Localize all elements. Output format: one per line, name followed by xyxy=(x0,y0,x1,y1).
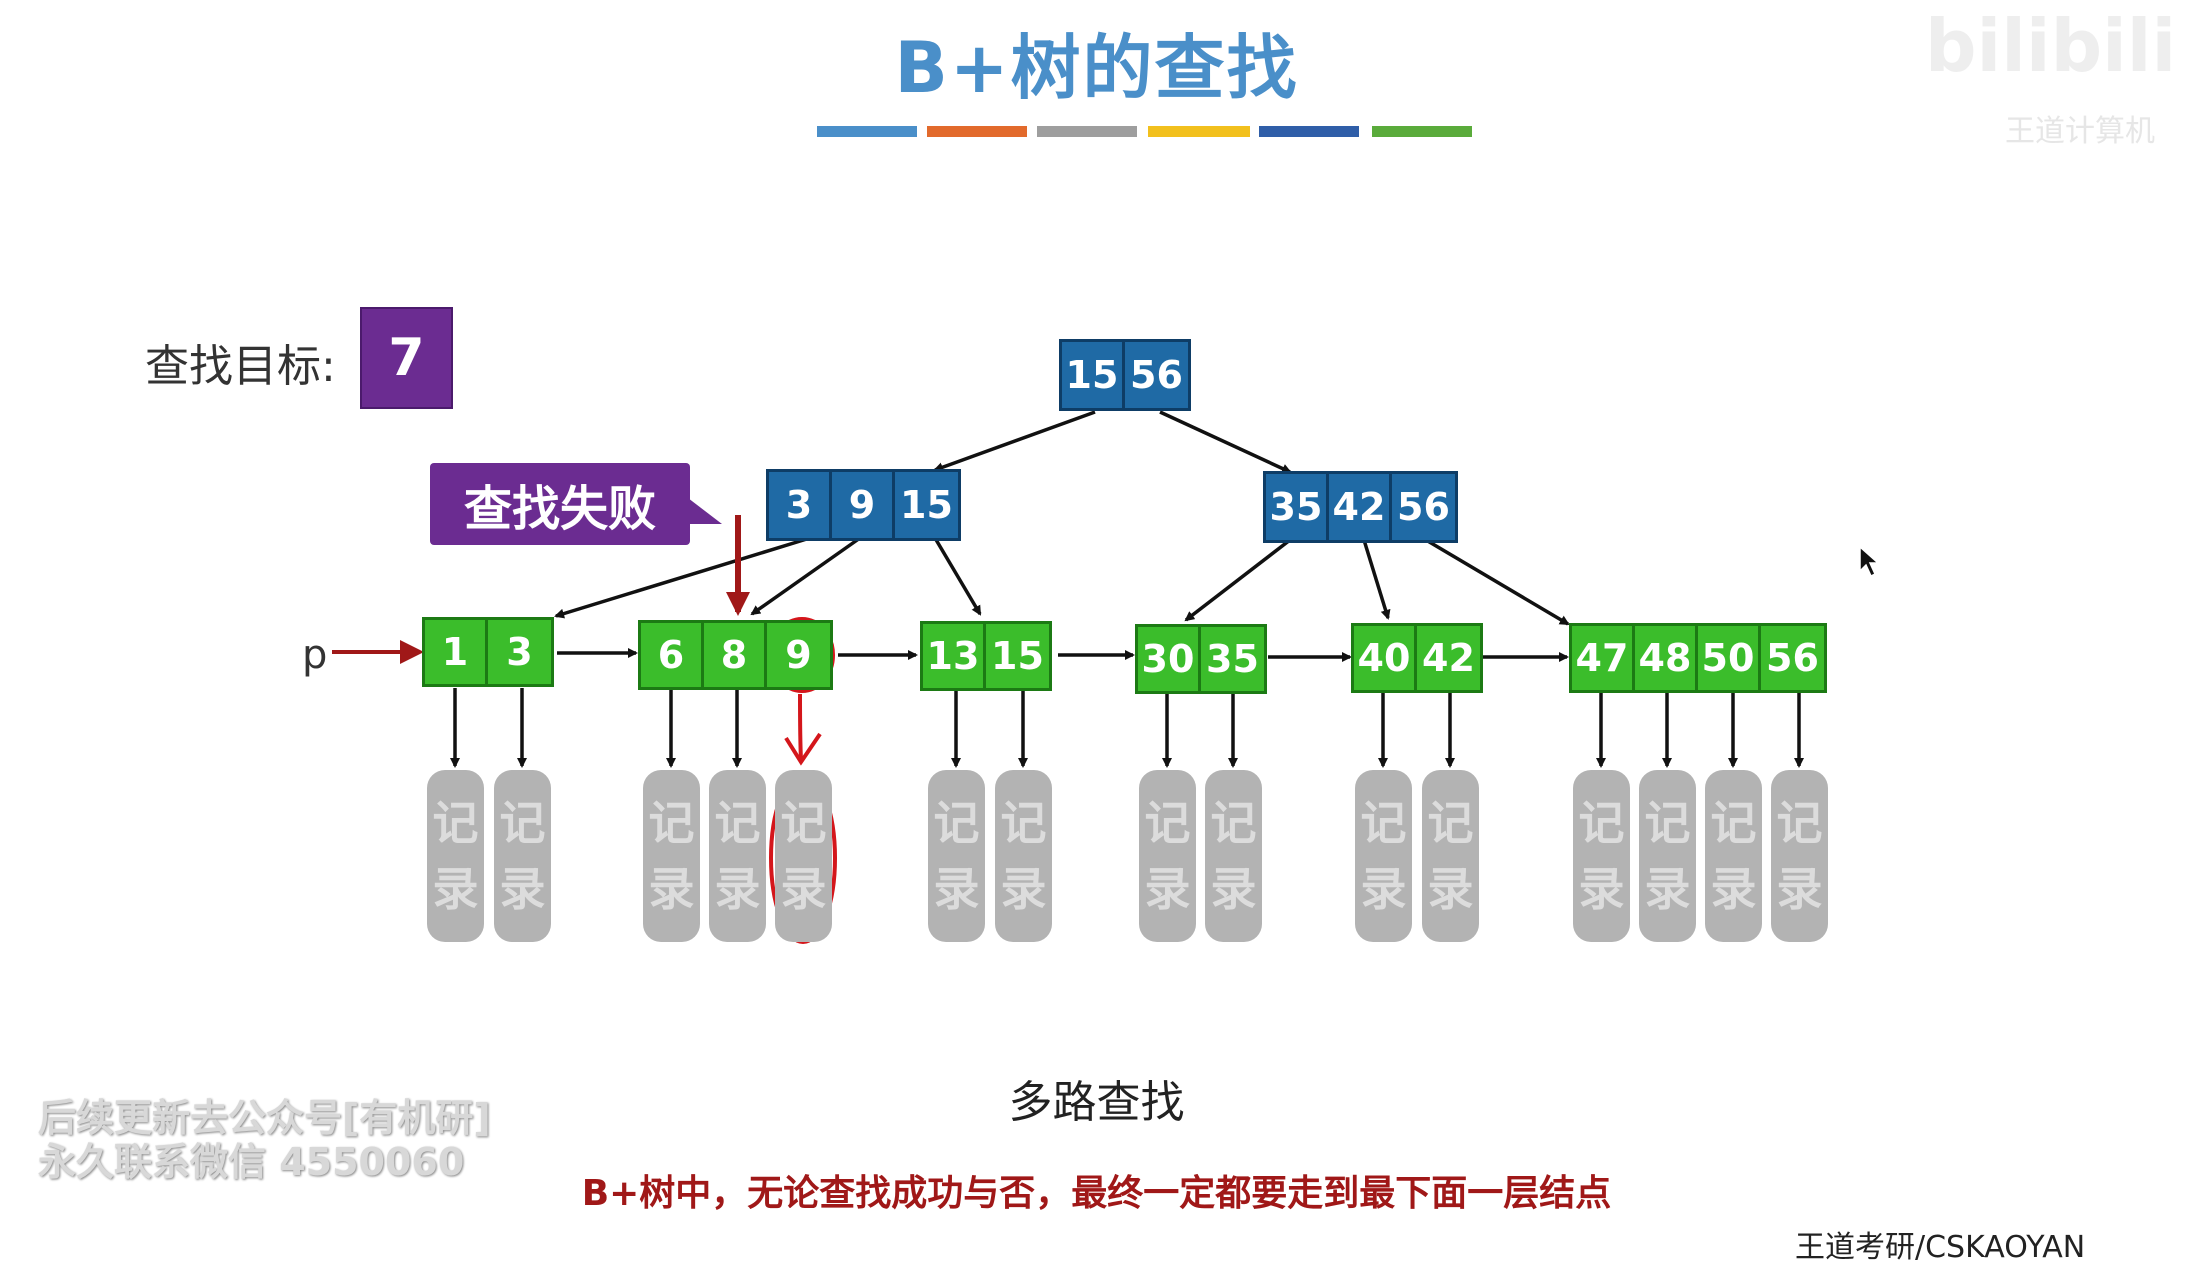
record: 记录 xyxy=(1573,770,1630,942)
record: 记录 xyxy=(494,770,551,942)
leaf-key: 3 xyxy=(506,630,533,674)
leaf-key: 50 xyxy=(1698,626,1761,690)
leaf-key: 6 xyxy=(641,623,704,687)
edge-root-left xyxy=(933,410,1096,472)
pointer-p-label: p xyxy=(302,632,328,678)
record: 记录 xyxy=(427,770,484,942)
search-target-value: 7 xyxy=(360,307,453,409)
watermark-line-2: 永久联系微信 4550060 xyxy=(38,1140,465,1184)
leaf-node: 1 3 xyxy=(422,617,554,687)
color-bar-5 xyxy=(1259,126,1359,137)
leaf-key: 56 xyxy=(1766,636,1819,680)
leaf-node: 47 48 50 56 xyxy=(1569,623,1827,693)
internal-node-right: 35 42 56 xyxy=(1263,471,1458,543)
leaf-key: 48 xyxy=(1635,626,1698,690)
color-bar-6 xyxy=(1372,126,1472,137)
leaf-node: 13 15 xyxy=(920,621,1052,691)
brand-subtitle: 王道计算机 xyxy=(2005,114,2155,149)
footer-credit: 王道考研/CSKAOYAN xyxy=(1795,1230,2086,1265)
color-bar-2 xyxy=(927,126,1027,137)
leaf-key: 47 xyxy=(1572,626,1635,690)
record: 记录 xyxy=(1771,770,1828,942)
record: 记录 xyxy=(1139,770,1196,942)
record: 记录 xyxy=(1705,770,1762,942)
record: 记录 xyxy=(1639,770,1696,942)
edge-l2a-leaf3 xyxy=(933,537,982,616)
conclusion-note: B+树中，无论查找成功与否，最终一定都要走到最下面一层结点 xyxy=(581,1173,1612,1214)
internal-key: 42 xyxy=(1329,474,1392,540)
diagram-caption: 多路查找 xyxy=(1008,1077,1185,1128)
bilibili-logo: bilibili xyxy=(1925,4,2177,88)
internal-key: 56 xyxy=(1397,485,1450,529)
record: 记录 xyxy=(1355,770,1412,942)
page-title: B+树的查找 xyxy=(894,27,1299,109)
leaf-key: 15 xyxy=(991,634,1044,678)
edge-l2a-leaf1 xyxy=(554,536,811,619)
search-fail-callout: 查找失败 xyxy=(430,463,690,545)
leaf-node: 6 8 9 xyxy=(638,620,833,690)
color-bar-1 xyxy=(817,126,917,137)
highlight-path xyxy=(798,693,803,761)
leaf-key: 30 xyxy=(1138,627,1201,691)
callout-tip xyxy=(688,498,722,524)
leaf-key-highlighted: 9 xyxy=(785,633,812,677)
record: 记录 xyxy=(1422,770,1479,942)
edge-root-right xyxy=(1159,410,1292,474)
edge-l2a-leaf2 xyxy=(750,536,862,616)
edge-l2b-leaf4 xyxy=(1184,538,1292,622)
color-bar-4 xyxy=(1148,126,1250,137)
record: 记录 xyxy=(709,770,766,942)
leaf-key: 35 xyxy=(1206,637,1259,681)
leaf-key: 13 xyxy=(923,624,986,688)
internal-key: 9 xyxy=(832,472,895,538)
internal-node-left: 3 9 15 xyxy=(766,469,961,541)
root-node: 15 56 xyxy=(1059,339,1191,411)
internal-key: 15 xyxy=(900,483,953,527)
record: 记录 xyxy=(1205,770,1262,942)
color-bar-3 xyxy=(1037,126,1137,137)
search-target-label: 查找目标: xyxy=(145,341,336,392)
edge-l2b-leaf6 xyxy=(1425,538,1570,626)
root-key: 56 xyxy=(1130,353,1183,397)
record: 记录 xyxy=(995,770,1052,942)
leaf-key: 1 xyxy=(425,620,488,684)
internal-key: 35 xyxy=(1266,474,1329,540)
edge-l2b-leaf5 xyxy=(1362,539,1391,620)
record: 记录 xyxy=(775,770,832,942)
watermark-line-1: 后续更新去公众号[有机研] xyxy=(38,1096,491,1140)
record: 记录 xyxy=(643,770,700,942)
tree-edges xyxy=(332,410,1804,944)
leaf-key: 42 xyxy=(1422,636,1475,680)
leaf-key: 40 xyxy=(1354,626,1417,690)
mouse-cursor-icon xyxy=(1859,545,1880,578)
leaf-node: 30 35 xyxy=(1135,624,1267,694)
leaf-key: 8 xyxy=(704,623,767,687)
leaf-node: 40 42 xyxy=(1351,623,1483,693)
record: 记录 xyxy=(928,770,985,942)
internal-key: 3 xyxy=(769,472,832,538)
root-key: 15 xyxy=(1062,342,1125,408)
